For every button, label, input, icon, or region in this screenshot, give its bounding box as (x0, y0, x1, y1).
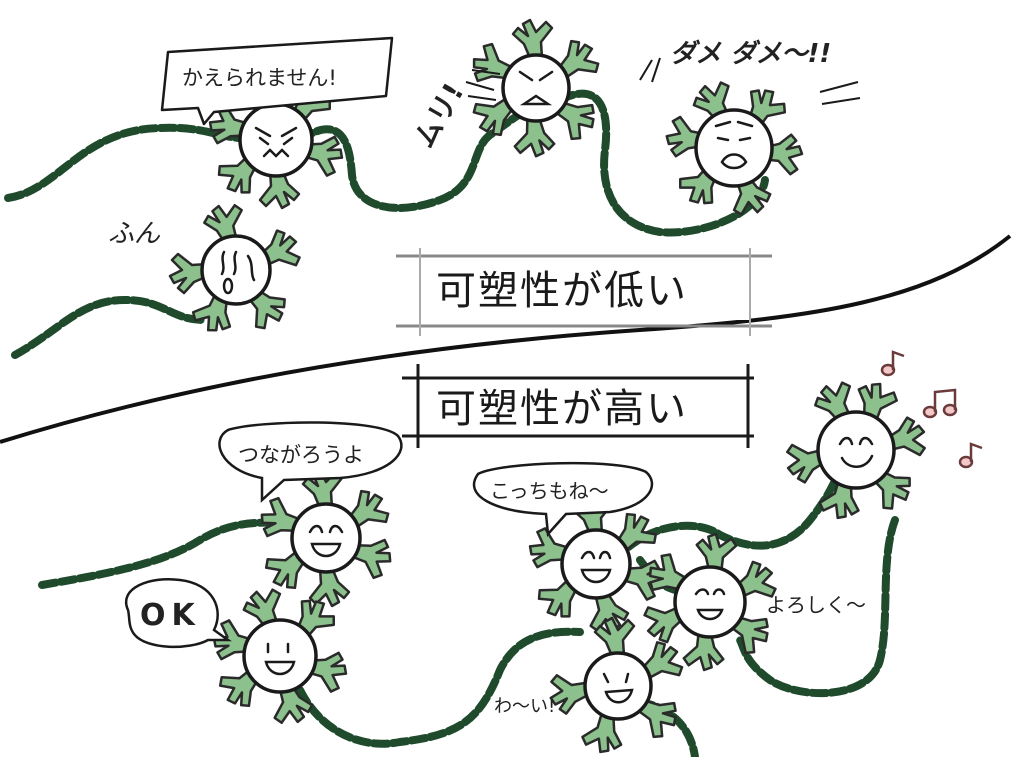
cell-body (501, 53, 571, 123)
music-note-icon (880, 350, 905, 377)
shout-muri: ムリ! (407, 77, 470, 153)
cell-body (290, 502, 362, 574)
label-high-plasticity: 可塑性が高い (402, 364, 754, 448)
neuron-yoroshiku (639, 529, 781, 675)
bubble-connect: つながろうよ (218, 421, 403, 503)
shout-yoroshiku: よろしく〜 (766, 593, 866, 617)
music-note-icon (958, 442, 983, 469)
bubble-cannot-change: かえられません! (160, 36, 394, 126)
face-happy (838, 436, 874, 468)
axon-7 (611, 466, 844, 564)
axon-5 (38, 518, 300, 589)
face-yelling (714, 120, 754, 170)
face-upset (518, 70, 554, 106)
divider-line (0, 234, 1012, 444)
neuron-cheerful (783, 375, 929, 525)
cell-body (238, 102, 314, 178)
neuron-yelling (661, 77, 807, 220)
neuron-wai (547, 616, 688, 757)
cell-body (560, 528, 632, 600)
neuron-sulking (168, 200, 305, 340)
cell-body (694, 108, 774, 188)
speech-cannot-change: かえられません! (182, 66, 337, 90)
music-note-icon (922, 388, 958, 419)
face-sulking (220, 250, 256, 295)
bubble-ok: OK (124, 578, 232, 649)
music-notes (880, 350, 983, 469)
neuron-here-too (522, 494, 670, 635)
motion-lines (465, 57, 861, 105)
label-low-plasticity: 可塑性が低い (396, 248, 772, 336)
face-happy (602, 672, 634, 704)
bubble-here-too: こっちもね〜 (472, 461, 654, 537)
speech-ok: OK (140, 598, 201, 633)
face-angry (254, 126, 298, 158)
axon-8 (736, 516, 899, 698)
speech-connect: つながろうよ (238, 443, 364, 467)
cell-body (673, 565, 747, 639)
speech-here-too: こっちもね〜 (490, 479, 609, 503)
label-low-text: 可塑性が低い (436, 268, 688, 314)
face-happy (694, 588, 726, 621)
cell-body (816, 410, 896, 490)
face-happy (580, 550, 612, 584)
axon-6 (296, 627, 584, 748)
axon-4 (11, 295, 209, 359)
axons (4, 89, 899, 757)
face-happy (264, 642, 296, 676)
axon-3 (556, 89, 769, 237)
mumble: ふん (108, 219, 161, 249)
label-high-text: 可塑性が高い (436, 386, 688, 432)
shout-wai: わ〜い! (494, 696, 555, 717)
cell-body (242, 618, 318, 694)
neuron-ok (206, 584, 354, 727)
cell-body (583, 651, 653, 721)
neuron-connect (253, 468, 399, 608)
face-happy (308, 524, 344, 558)
neuron-upset (464, 18, 605, 159)
shout-dame: ダメ ダメ〜!! (670, 39, 831, 69)
